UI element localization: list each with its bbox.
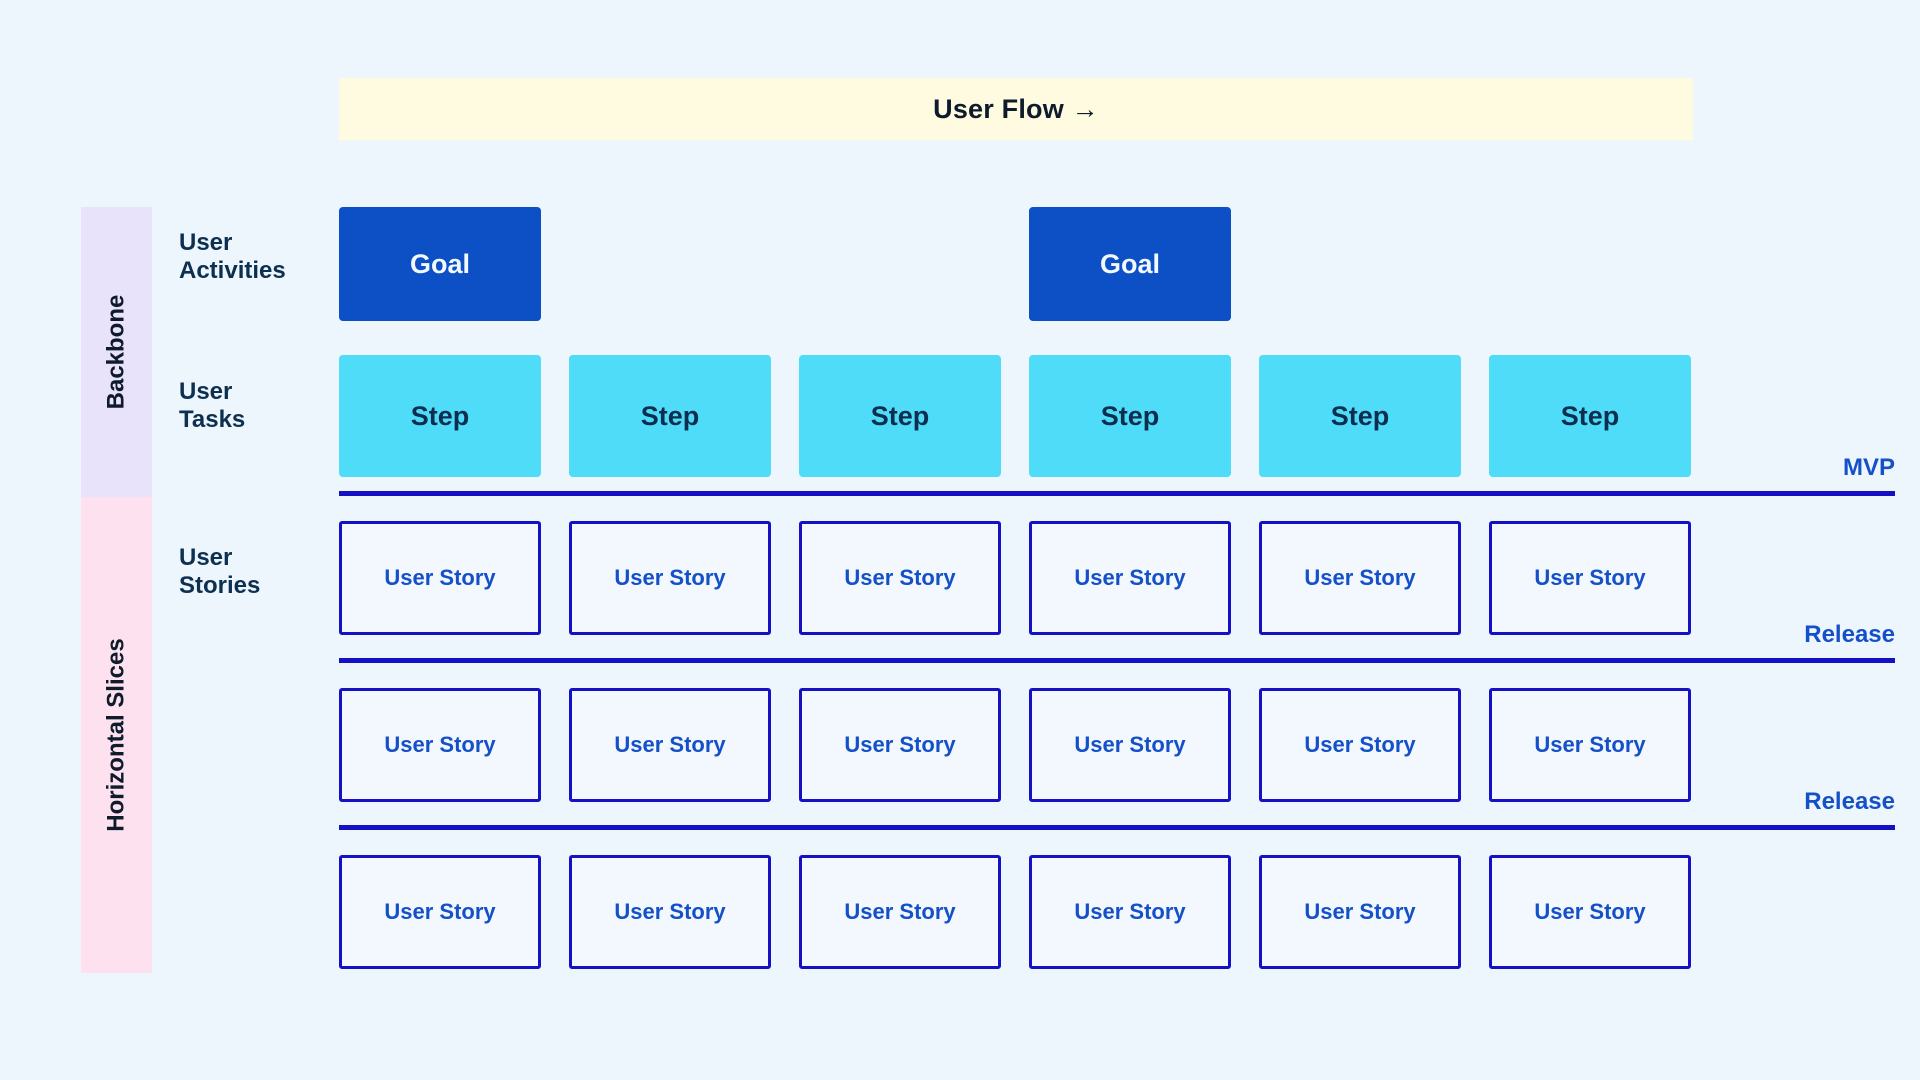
user-story-card-r3-c4[interactable]: User Story (1029, 855, 1231, 969)
row-label-user-activities-line2: Activities (179, 257, 286, 285)
user-story-card-r2-c3-label: User Story (844, 732, 956, 757)
release-divider-1 (339, 658, 1895, 663)
user-story-card-r2-c5[interactable]: User Story (1259, 688, 1461, 802)
user-story-card-r1-c5[interactable]: User Story (1259, 521, 1461, 635)
user-story-card-r2-c4-label: User Story (1074, 732, 1186, 757)
row-label-user-tasks-line2: Tasks (179, 406, 246, 434)
row-label-user-stories-line1: User (179, 544, 233, 571)
user-story-card-r1-c5-label: User Story (1304, 565, 1416, 590)
user-story-card-r3-c4-label: User Story (1074, 899, 1186, 924)
step-card-5-label: Step (1330, 400, 1390, 431)
user-story-card-r3-c6-label: User Story (1534, 899, 1646, 924)
band-backbone-label: Backbone (102, 294, 130, 410)
row-label-user-stories-line2: Stories (179, 572, 261, 600)
goal-card-2[interactable]: Goal (1029, 207, 1231, 321)
step-card-6-label: Step (1560, 400, 1620, 431)
user-story-card-r1-c1[interactable]: User Story (339, 521, 541, 635)
user-story-card-r1-c4-label: User Story (1074, 565, 1186, 590)
user-story-card-r3-c2-label: User Story (614, 899, 726, 924)
row-label-user-tasks-line1: User (179, 378, 233, 405)
user-story-card-r1-c2[interactable]: User Story (569, 521, 771, 635)
user-story-card-r2-c2-label: User Story (614, 732, 726, 757)
step-card-1[interactable]: Step (339, 355, 541, 477)
user-story-card-r3-c1[interactable]: User Story (339, 855, 541, 969)
step-card-2-label: Step (640, 400, 700, 431)
user-story-card-r1-c6[interactable]: User Story (1489, 521, 1691, 635)
user-story-card-r1-c3-label: User Story (844, 565, 956, 590)
band-backbone: Backbone (81, 207, 152, 497)
user-story-card-r2-c1-label: User Story (384, 732, 496, 757)
user-story-card-r2-c1[interactable]: User Story (339, 688, 541, 802)
step-card-3[interactable]: Step (799, 355, 1001, 477)
user-story-card-r3-c3-label: User Story (844, 899, 956, 924)
user-story-card-r1-c3[interactable]: User Story (799, 521, 1001, 635)
user-flow-label: User Flow → (933, 93, 1099, 124)
user-story-card-r3-c5-label: User Story (1304, 899, 1416, 924)
release-divider-1-label: Release (1804, 621, 1895, 648)
release-divider-2-label: Release (1804, 788, 1895, 815)
user-story-card-r2-c6[interactable]: User Story (1489, 688, 1691, 802)
user-story-card-r1-c1-label: User Story (384, 565, 496, 590)
mvp-divider-label: MVP (1842, 454, 1895, 481)
user-flow-banner: User Flow → (339, 78, 1693, 140)
goal-card-1[interactable]: Goal (339, 207, 541, 321)
user-story-card-r1-c2-label: User Story (614, 565, 726, 590)
user-story-card-r2-c6-label: User Story (1534, 732, 1646, 757)
step-card-5[interactable]: Step (1259, 355, 1461, 477)
user-story-card-r3-c1-label: User Story (384, 899, 496, 924)
user-story-card-r2-c5-label: User Story (1304, 732, 1416, 757)
user-story-card-r2-c3[interactable]: User Story (799, 688, 1001, 802)
step-card-1-label: Step (410, 400, 470, 431)
band-horizontal-slices: Horizontal Slices (81, 497, 152, 973)
user-story-card-r3-c5[interactable]: User Story (1259, 855, 1461, 969)
goal-card-2-label: Goal (1099, 248, 1160, 279)
step-card-3-label: Step (870, 400, 930, 431)
row-label-user-tasks: User Tasks (179, 378, 329, 435)
row-label-user-stories: User Stories (179, 544, 329, 601)
release-divider-2 (339, 825, 1895, 830)
step-card-6[interactable]: Step (1489, 355, 1691, 477)
row-label-user-activities: User Activities (179, 229, 329, 286)
goal-card-1-label: Goal (409, 248, 470, 279)
band-horizontal-slices-label: Horizontal Slices (102, 638, 130, 832)
user-story-card-r1-c6-label: User Story (1534, 565, 1646, 590)
step-card-2[interactable]: Step (569, 355, 771, 477)
user-story-card-r3-c3[interactable]: User Story (799, 855, 1001, 969)
user-story-card-r1-c4[interactable]: User Story (1029, 521, 1231, 635)
row-label-user-activities-line1: User (179, 229, 233, 256)
user-story-card-r3-c2[interactable]: User Story (569, 855, 771, 969)
user-story-card-r2-c4[interactable]: User Story (1029, 688, 1231, 802)
step-card-4[interactable]: Step (1029, 355, 1231, 477)
user-story-card-r2-c2[interactable]: User Story (569, 688, 771, 802)
step-card-4-label: Step (1100, 400, 1160, 431)
mvp-divider (339, 491, 1895, 496)
user-story-card-r3-c6[interactable]: User Story (1489, 855, 1691, 969)
